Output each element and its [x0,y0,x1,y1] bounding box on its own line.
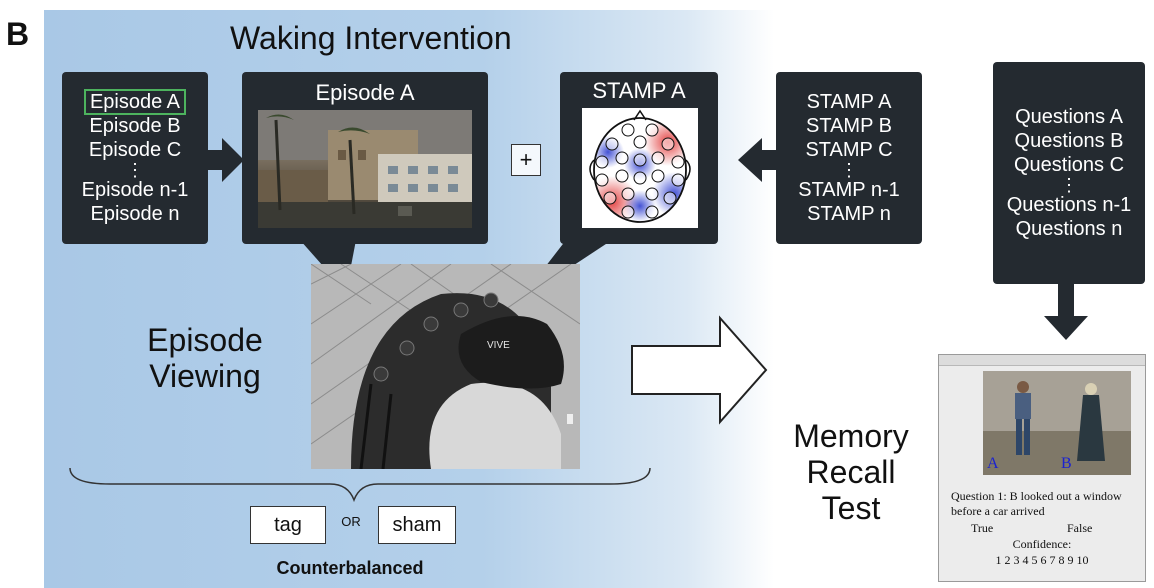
stamp-box: STAMP A [560,72,718,244]
brace [69,467,651,503]
panel-letter: B [6,16,30,52]
episode-list-item: Episode A [83,89,187,115]
plus-sign: + [511,144,541,176]
window-titlebar [939,355,1145,366]
episode-scene-image [258,110,472,228]
character-comparison-image: A B [983,371,1131,475]
stamp-list: STAMP A STAMP B STAMP C ⋮ STAMP n-1 STAM… [776,72,922,244]
question-text: Question 1: B looked out a window before… [951,489,1122,518]
character-a-label: A [987,455,999,472]
episode-list: Episode A Episode B Episode C ⋮ Episode … [62,72,208,244]
vr-headset-illustration: VIVE [311,264,580,469]
confidence-scale[interactable]: 1 2 3 4 5 6 7 8 9 10 [995,553,1089,567]
questions-list-item: Questions B [1014,130,1124,152]
character-b-label: B [1061,455,1072,472]
eeg-head-icon [589,109,691,223]
sham-condition: sham [378,506,456,544]
questions-list-item: Questions C [1013,154,1125,176]
episode-list-item: Episode n [90,203,180,225]
headset-brand-text: VIVE [487,340,510,351]
list-ellipsis: ⋮ [1060,175,1078,195]
stamp-list-item: STAMP n [807,203,891,225]
memory-test-window: A B Question 1: B looked out a window be… [938,354,1146,582]
questions-list-item: Questions n [1015,218,1123,240]
episode-viewing-label: Episode Viewing [120,322,290,394]
episode-box-title: Episode A [315,80,415,105]
eeg-topography-map [582,108,698,228]
tag-condition: tag [250,506,326,544]
stamp-list-item: STAMP A [806,91,892,113]
questions-down-arrow [1044,284,1088,340]
memory-recall-test-label: Memory Recall Test [766,418,936,526]
viewing-label-line: Viewing [149,358,261,394]
questions-list: Questions A Questions B Questions C ⋮ Qu… [993,62,1145,284]
questions-list-item: Questions A [1015,106,1123,128]
participant-headset-photo: VIVE [311,264,580,469]
memory-label-line: Memory [793,418,909,454]
memory-label-line: Recall [806,454,896,490]
characters-illustration [983,371,1131,475]
or-label: OR [341,514,361,529]
episode-box: Episode A [242,72,488,244]
stamp-list-item: STAMP C [805,139,893,161]
true-option[interactable]: True [971,521,994,535]
selected-episode: Episode A [83,89,187,115]
list-ellipsis: ⋮ [126,160,144,180]
hollow-arrow [631,315,768,425]
false-option[interactable]: False [1067,521,1093,535]
counterbalanced-label: Counterbalanced [276,558,424,578]
episode-list-item: Episode C [88,139,182,161]
viewing-label-line: Episode [147,322,263,358]
confidence-label: Confidence: [1012,537,1072,551]
episode-list-arrow [204,138,244,182]
street-scene [258,110,472,228]
questions-list-item: Questions n-1 [1006,194,1132,216]
episode-list-item: Episode B [89,115,181,137]
stamp-list-arrow [738,138,780,182]
episode-list-item: Episode n-1 [81,179,189,201]
stamp-box-title: STAMP A [592,78,686,103]
list-ellipsis: ⋮ [840,160,858,180]
stamp-list-item: STAMP n-1 [798,179,900,201]
memory-label-line: Test [821,490,881,526]
stamp-list-item: STAMP B [806,115,892,137]
diagram-title: Waking Intervention [230,20,512,56]
